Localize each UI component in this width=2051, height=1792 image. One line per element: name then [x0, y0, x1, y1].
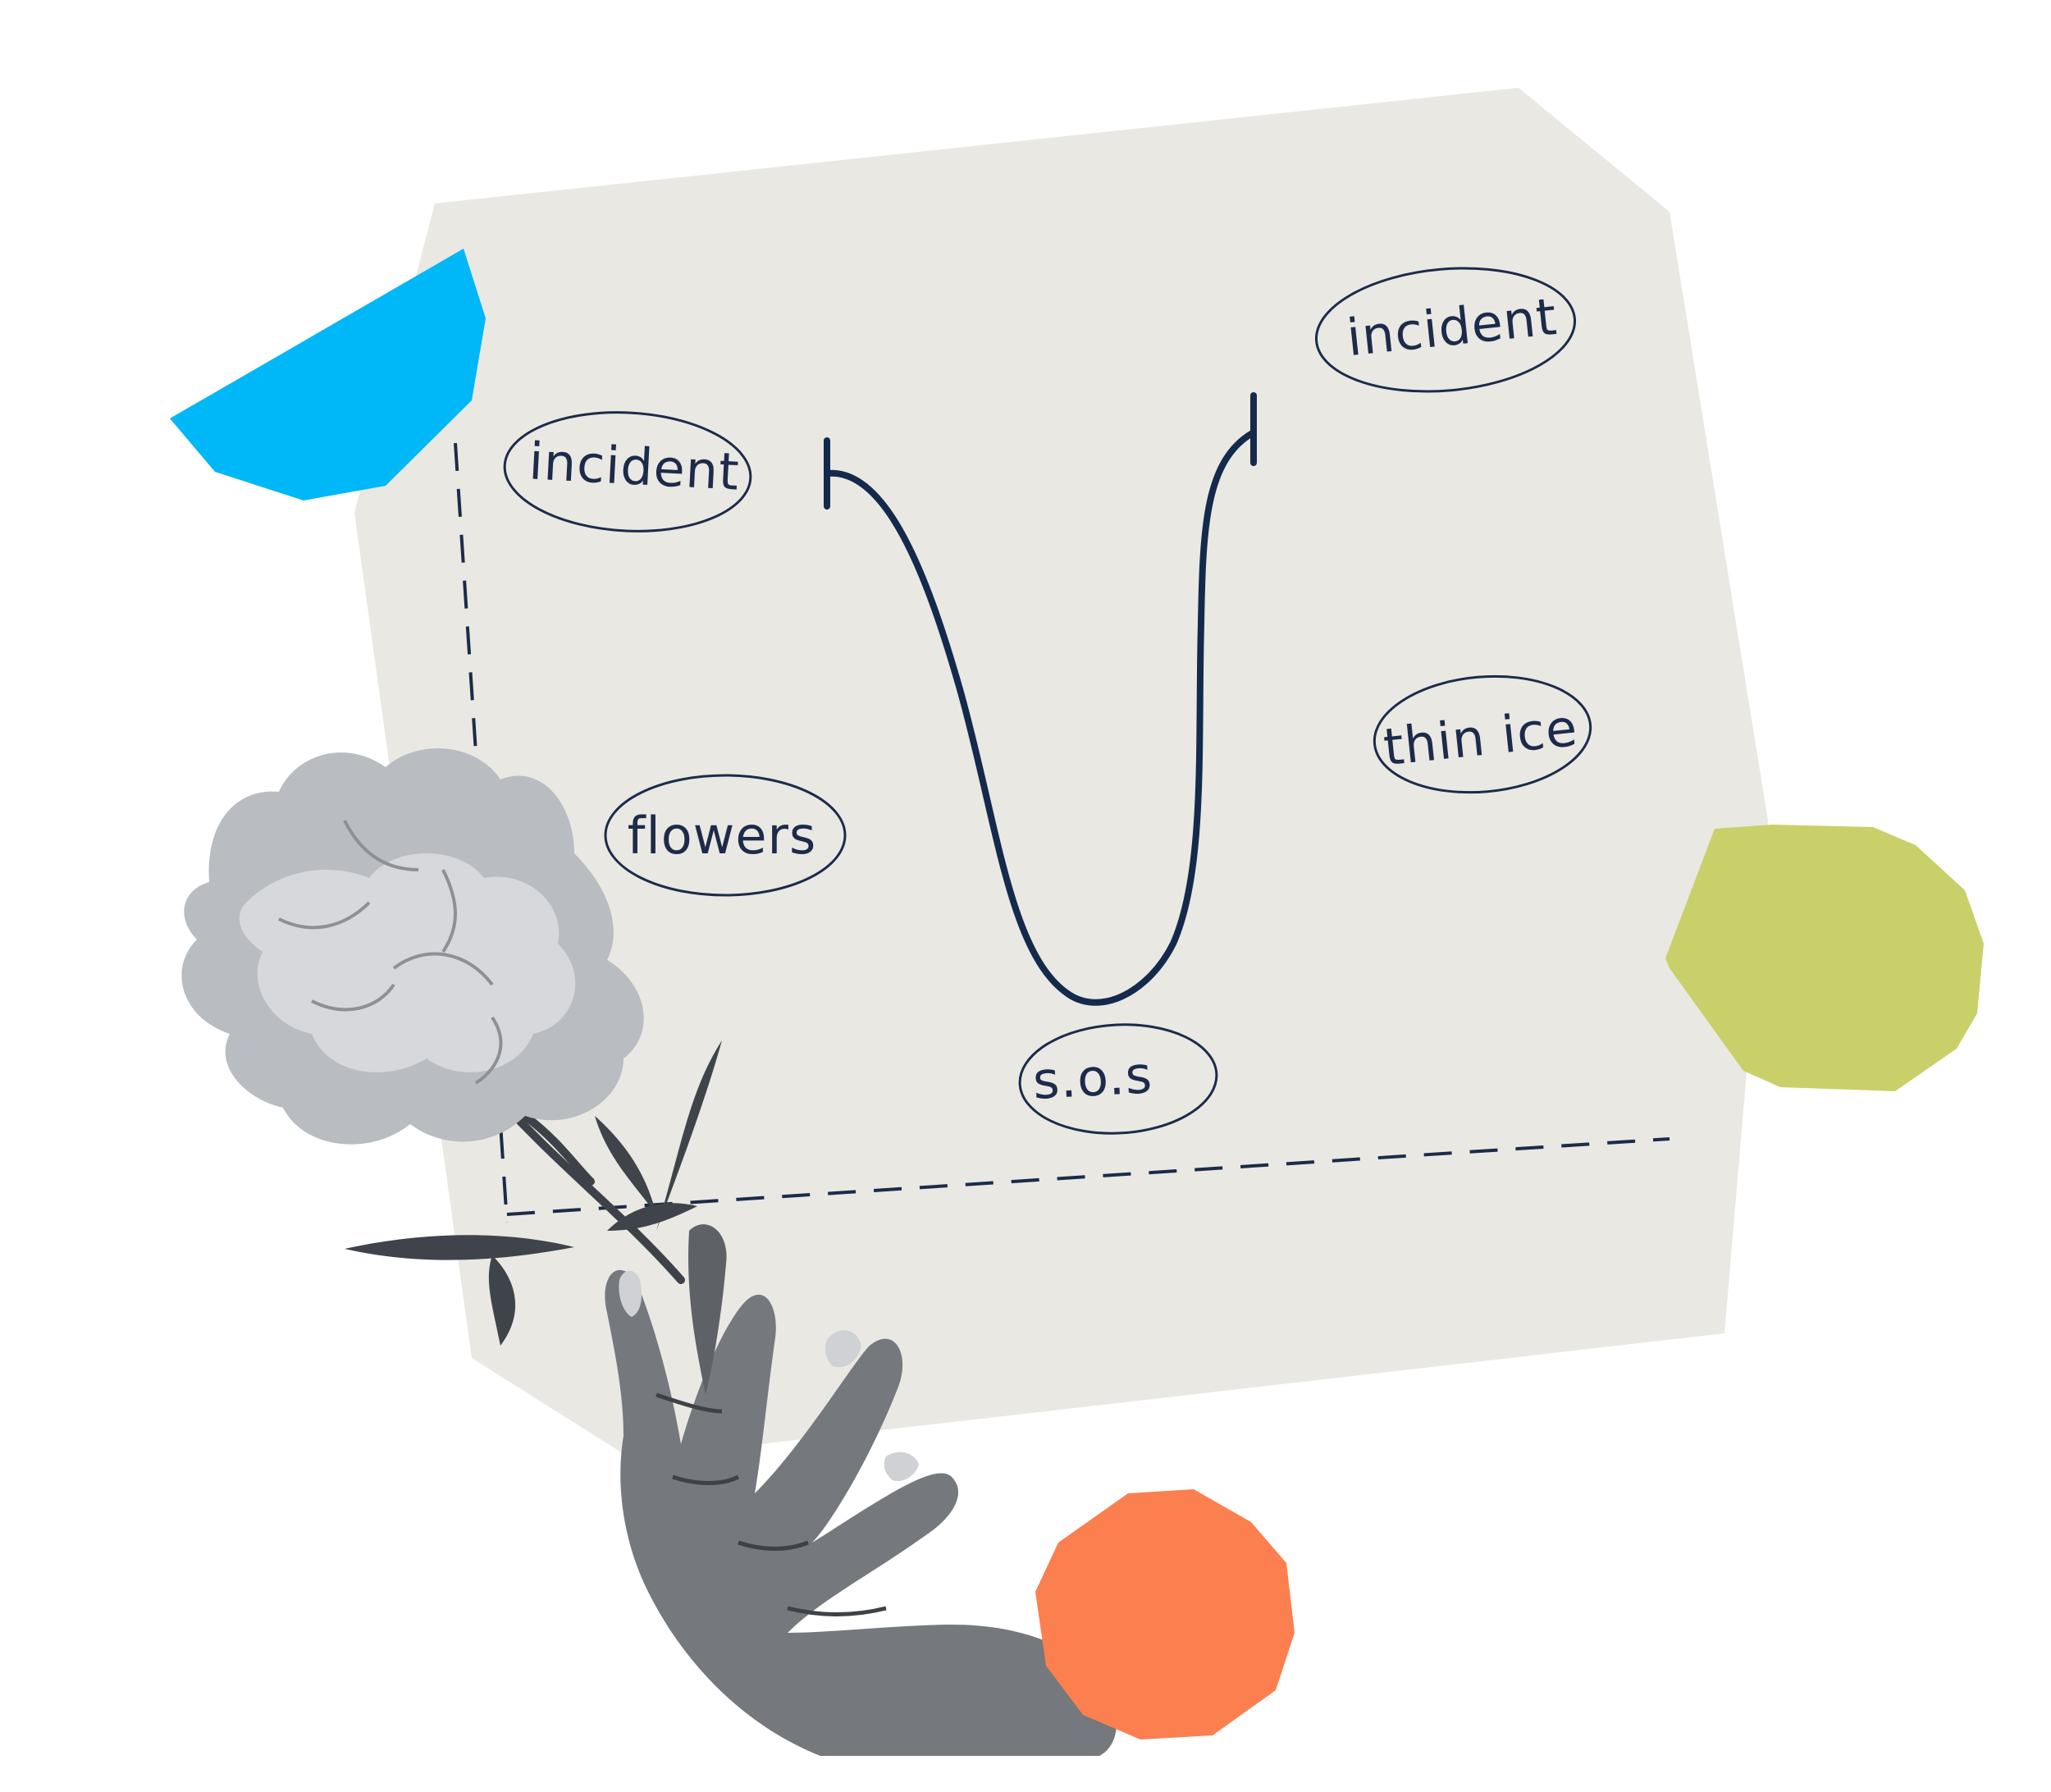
incident-left-oval — [503, 411, 752, 533]
incident-right-oval — [1314, 267, 1577, 393]
thin-ice-oval — [1373, 674, 1592, 794]
orange-shape — [1035, 1489, 1295, 1739]
label-bubbles — [503, 267, 1592, 1135]
blue-shape — [170, 249, 486, 501]
leaf-icons — [345, 1040, 722, 1346]
hand-icon — [605, 1224, 1117, 1756]
label-incident-left: incident — [528, 431, 741, 501]
u-curve-line — [824, 429, 1257, 1006]
carnation-flower-icon — [181, 748, 644, 1145]
horizontal-axis — [506, 1137, 1670, 1216]
u-curve-icon — [824, 392, 1257, 1006]
green-shape — [1665, 825, 1984, 1091]
label-flowers: flowers — [628, 806, 817, 866]
label-sos: s.o.s — [1031, 1045, 1153, 1111]
flowers-oval — [604, 774, 847, 897]
sos-oval — [1018, 1023, 1218, 1135]
